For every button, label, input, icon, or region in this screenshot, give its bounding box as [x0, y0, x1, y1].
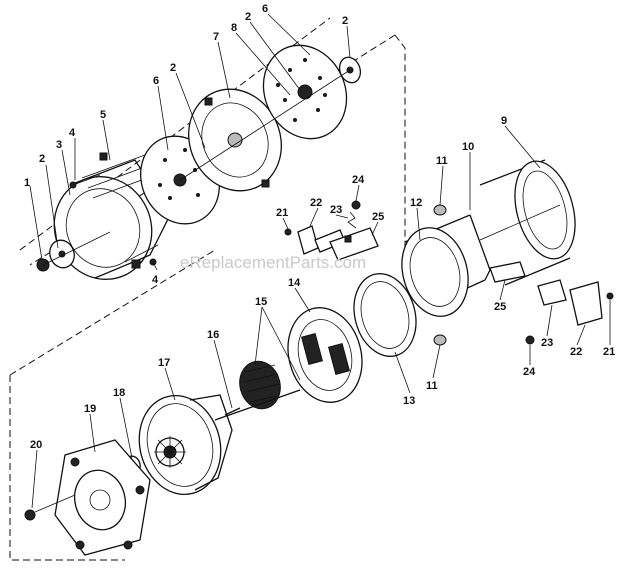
callout-19: 19: [84, 403, 96, 415]
callout-16: 16: [207, 329, 219, 341]
end-frame-17: [138, 394, 233, 496]
field-stator-14: [287, 307, 363, 403]
callout-2: 2: [342, 15, 348, 27]
callout-9: 9: [501, 115, 507, 127]
bolt-20: [24, 494, 76, 521]
nut-11-top: [433, 204, 447, 216]
callout-14: 14: [288, 277, 301, 289]
brush-holder-22-right: [569, 281, 603, 326]
brush-plate-25-left: [329, 227, 379, 261]
nut-11-bottom: [433, 334, 447, 346]
bolt-4-top: [69, 174, 101, 189]
callout-4: 4: [69, 127, 76, 139]
callout-25: 25: [372, 211, 384, 223]
callout-2: 2: [39, 153, 45, 165]
brush-ring-13: [353, 273, 417, 357]
callout-21: 21: [276, 207, 288, 219]
callout-8: 8: [231, 22, 237, 34]
callout-10: 10: [462, 141, 474, 153]
callout-3: 3: [56, 139, 62, 151]
spring-23-left: [347, 211, 357, 229]
screw-24-left: [351, 200, 361, 210]
callout-21: 21: [603, 346, 615, 358]
callout-11: 11: [426, 380, 438, 392]
cover-ring-9: [479, 159, 576, 286]
callout-2: 2: [170, 62, 176, 74]
callout-13: 13: [403, 395, 415, 407]
callout-15: 15: [255, 296, 267, 308]
callout-24: 24: [352, 174, 365, 186]
callout-18: 18: [113, 387, 125, 399]
callout-24: 24: [523, 366, 536, 378]
callout-25: 25: [494, 301, 506, 313]
screw-24-right: [525, 335, 535, 345]
screw-21-right: [606, 292, 614, 300]
brush-holder-23-right: [537, 279, 567, 306]
callout-17: 17: [158, 357, 170, 369]
frame-housing-10: [401, 214, 491, 317]
callout-5: 5: [100, 109, 106, 121]
callout-23: 23: [330, 204, 342, 216]
shaft-16: [224, 407, 241, 416]
leader-lines: [29, 13, 611, 509]
callout-7: 7: [213, 31, 219, 43]
callout-20: 20: [30, 439, 42, 451]
end-plate-19: [54, 439, 151, 556]
end-bell-housing-3: [53, 152, 171, 280]
callout-22: 22: [310, 197, 322, 209]
callout-23: 23: [541, 337, 553, 349]
brush-plate-25-right: [489, 261, 526, 283]
screw-21-left: [284, 228, 292, 236]
callout-2: 2: [245, 11, 251, 23]
callout-6: 6: [153, 75, 159, 87]
callout-22: 22: [570, 346, 582, 358]
armature-15: [239, 360, 281, 410]
fan-housing-7: [188, 88, 282, 192]
watermark-text: eReplacementParts.com: [180, 253, 366, 272]
callout-6: 6: [262, 3, 268, 15]
callout-12: 12: [410, 197, 422, 209]
callout-labels: 1 2 3 4 5 6 2 7 8 2 6 2 4 9 10 11 12 24 …: [24, 3, 615, 451]
callout-4: 4: [152, 274, 159, 286]
callout-1: 1: [24, 177, 30, 189]
callout-11: 11: [436, 155, 448, 167]
